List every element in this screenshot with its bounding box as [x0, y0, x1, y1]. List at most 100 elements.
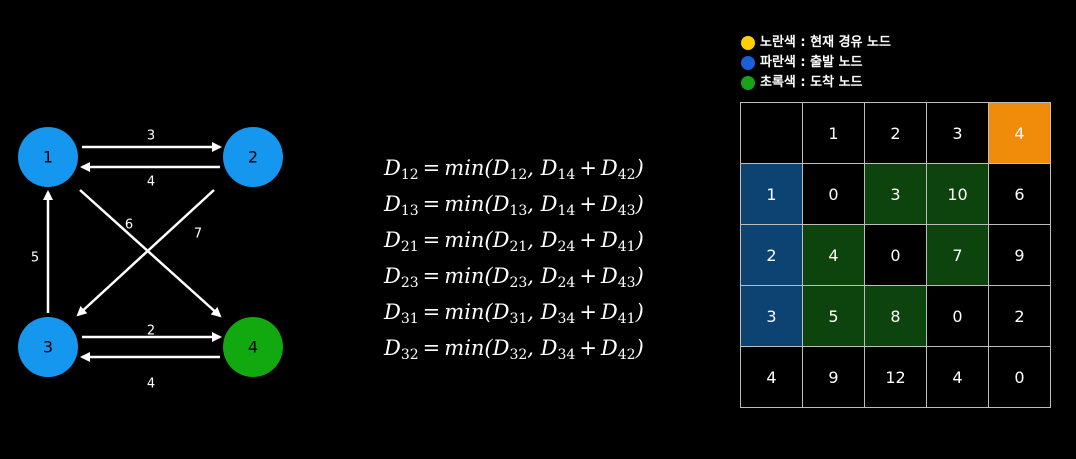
formula-row: D21=min(D21, D24+D41) — [384, 228, 644, 255]
legend-label-via: 노란색 : 현재 경유 노드 — [760, 35, 891, 50]
formula-row: D32=min(D32, D34+D42) — [384, 336, 644, 363]
matrix-cell: 0 — [864, 224, 927, 286]
equals-sign: = — [422, 264, 441, 288]
formula-b-index: 34 — [557, 347, 576, 363]
equals-sign: = — [422, 300, 441, 324]
formula-b-index: 14 — [557, 167, 576, 183]
matrix-cell: 8 — [864, 285, 927, 347]
node-4-destination — [223, 317, 283, 377]
plus-sign: + — [579, 192, 597, 216]
matrix-cell: 6 — [988, 163, 1051, 225]
formula-c-index: 42 — [617, 347, 636, 363]
update-formulas: D12=min(D12, D14+D42) D13=min(D13, D14+D4… — [384, 150, 684, 366]
legend-label-destination: 초록색 : 도착 노드 — [760, 75, 863, 90]
formula-b-index: 24 — [557, 275, 576, 291]
color-legend: 노란색 : 현재 경유 노드 파란색 : 출발 노드 초록색 : 도착 노드 — [741, 33, 891, 93]
matrix-cell: 3 — [864, 163, 927, 225]
legend-label-origin: 파란색 : 출발 노드 — [760, 55, 863, 70]
plus-sign: + — [579, 300, 597, 324]
green-dot-icon — [741, 76, 755, 90]
yellow-dot-icon — [741, 36, 755, 50]
matrix-column-header: 2 — [864, 102, 927, 164]
formula-c-index: 43 — [617, 203, 636, 219]
matrix-cell: 9 — [802, 346, 865, 408]
edge-weight-2-3: 7 — [194, 227, 202, 242]
legend-item-via: 노란색 : 현재 경유 노드 — [741, 33, 891, 53]
blue-dot-icon — [741, 56, 755, 70]
node-label-3: 3 — [43, 338, 53, 357]
plus-sign: + — [579, 228, 597, 252]
matrix-column-header: 1 — [802, 102, 865, 164]
node-2 — [223, 127, 283, 187]
legend-item-origin: 파란색 : 출발 노드 — [741, 53, 891, 73]
formula-row: D13=min(D13, D14+D43) — [384, 192, 644, 219]
matrix-cell: 12 — [864, 346, 927, 408]
matrix-corner-cell — [740, 102, 803, 164]
formula-lhs-index: 13 — [400, 203, 419, 219]
edge-weight-3-4: 2 — [147, 324, 155, 339]
matrix-row-header: 2 — [740, 224, 803, 286]
edge-weight-1-4: 6 — [125, 218, 133, 233]
edge-weight-3-1: 5 — [31, 251, 39, 266]
formula-c-index: 42 — [617, 167, 636, 183]
matrix-cell: 7 — [926, 224, 989, 286]
node-label-4: 4 — [248, 338, 258, 357]
legend-item-destination: 초록색 : 도착 노드 — [741, 73, 891, 93]
matrix-cell: 10 — [926, 163, 989, 225]
formula-c-index: 43 — [617, 275, 636, 291]
matrix-cell: 4 — [926, 346, 989, 408]
matrix-cell: 0 — [802, 163, 865, 225]
formula-a-index: 32 — [509, 347, 528, 363]
formula-lhs-index: 21 — [400, 239, 419, 255]
matrix-cell: 4 — [802, 224, 865, 286]
plus-sign: + — [579, 156, 597, 180]
matrix-cell: 2 — [988, 285, 1051, 347]
matrix-column-header: 3 — [926, 102, 989, 164]
matrix-cell: 0 — [988, 346, 1051, 408]
formula-row: D23=min(D23, D24+D43) — [384, 264, 644, 291]
edge-1-4 — [79, 189, 222, 318]
edge-weight-2-1: 4 — [147, 175, 155, 190]
node-3 — [18, 317, 78, 377]
formula-b-index: 24 — [557, 239, 576, 255]
matrix-cell: 0 — [926, 285, 989, 347]
formula-row: D31=min(D31, D34+D41) — [384, 300, 644, 327]
matrix-row-header: 1 — [740, 163, 803, 225]
matrix-cell: 9 — [988, 224, 1051, 286]
node-label-2: 2 — [248, 148, 258, 167]
formula-lhs-index: 23 — [400, 275, 419, 291]
edge-weight-4-3: 4 — [147, 377, 155, 392]
plus-sign: + — [579, 264, 597, 288]
edge-2-3 — [76, 189, 215, 317]
equals-sign: = — [422, 156, 441, 180]
formula-lhs-index: 31 — [400, 311, 419, 327]
weighted-directed-graph: 3 4 6 7 5 2 4 1 2 3 4 — [18, 127, 283, 392]
formula-a-index: 12 — [509, 167, 528, 183]
equals-sign: = — [422, 192, 441, 216]
edge-weight-1-2: 3 — [147, 129, 155, 144]
node-label-1: 1 — [43, 148, 53, 167]
formula-row: D12=min(D12, D14+D42) — [384, 156, 644, 183]
formula-a-index: 31 — [509, 311, 528, 327]
plus-sign: + — [579, 336, 597, 360]
matrix-column-header: 4 — [988, 102, 1051, 164]
matrix-row-header: 3 — [740, 285, 803, 347]
node-1 — [18, 127, 78, 187]
matrix-row-header: 4 — [740, 346, 803, 408]
equals-sign: = — [422, 336, 441, 360]
formula-c-index: 41 — [617, 311, 636, 327]
formula-lhs-index: 32 — [400, 347, 419, 363]
equals-sign: = — [422, 228, 441, 252]
formula-a-index: 21 — [509, 239, 528, 255]
formula-b-index: 14 — [557, 203, 576, 219]
formula-a-index: 23 — [509, 275, 528, 291]
matrix-cell: 5 — [802, 285, 865, 347]
formula-c-index: 41 — [617, 239, 636, 255]
formula-lhs-index: 12 — [400, 167, 419, 183]
